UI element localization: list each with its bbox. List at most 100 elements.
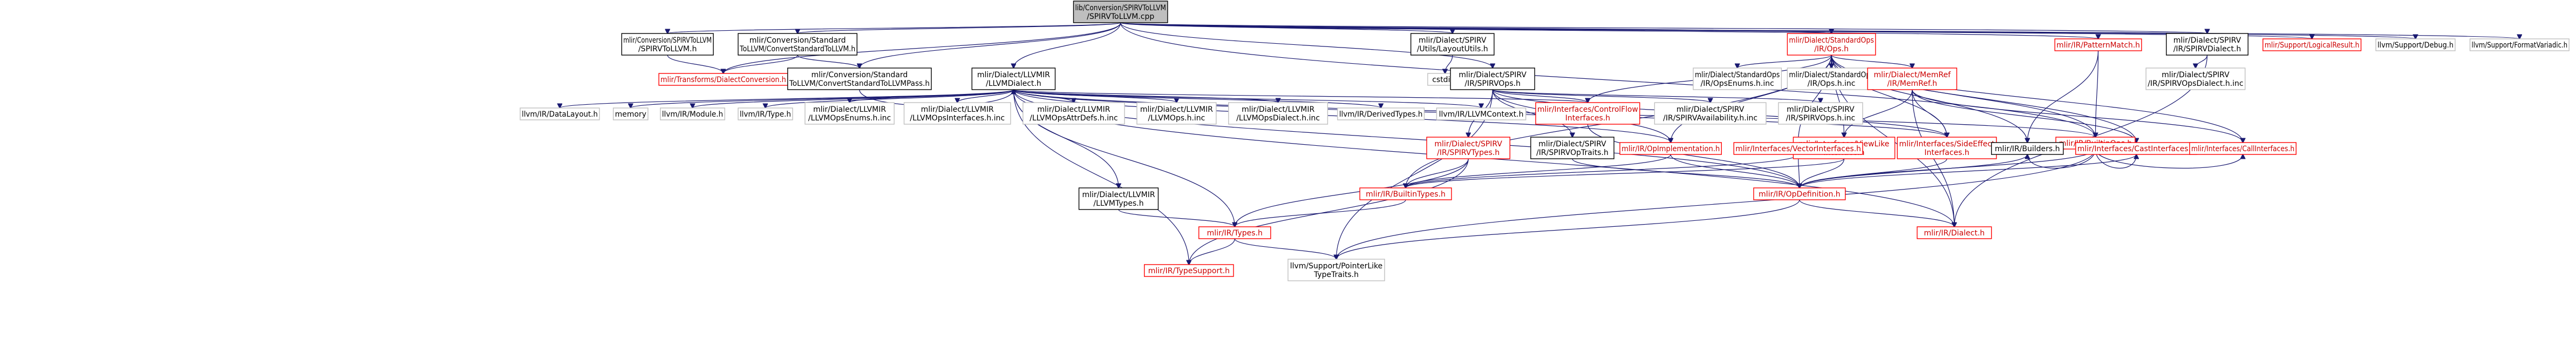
node-label-line: mlir/Conversion/Standard (811, 71, 908, 79)
node-spirvops-inc: mlir/Dialect/SPIRV/IR/SPIRVOps.h.inc (1778, 102, 1863, 125)
node-label-line: mlir/Dialect/SPIRV (1538, 140, 1606, 148)
node-label-line: ToLLVM/ConvertStandardToLLVMPass.h (789, 79, 930, 88)
node-label-line: mlir/Dialect/SPIRV (1434, 140, 1502, 148)
node-box (1228, 102, 1328, 125)
node-opdefinition[interactable]: mlir/IR/OpDefinition.h (1753, 187, 1846, 200)
node-spirvopsdialect-inc: mlir/Dialect/SPIRV/IR/SPIRVOpsDialect.h.… (2145, 67, 2246, 90)
edge-opimplementation-to-builtintypes (1406, 154, 1671, 188)
node-llvmdialect[interactable]: mlir/Dialect/LLVMIR/LLVMDialect.h (971, 67, 1056, 90)
node-box (1426, 137, 1510, 159)
node-box (1753, 187, 1846, 200)
node-box (1144, 264, 1234, 277)
node-label-line: /LLVMTypes.h (1093, 199, 1143, 208)
node-label-line: llvm/IR/Module.h (662, 110, 723, 119)
node-label-line: /IR/SPIRVDialect.h (2173, 45, 2241, 53)
node-label-line: mlir/Interfaces/VectorInterfaces.h (1735, 145, 1861, 153)
node-label-line: mlir/Dialect/LLVMIR (813, 105, 886, 114)
node-box (1867, 67, 1958, 90)
node-builtintypes[interactable]: mlir/IR/BuiltinTypes.h (1359, 187, 1452, 200)
node-vectorinterfaces[interactable]: mlir/Interfaces/VectorInterfaces.h (1733, 142, 1863, 155)
node-box (612, 107, 649, 120)
edge-opdefinition-to-pointerliketypetraits (1337, 199, 1800, 259)
node-label-line: /IR/SPIRVAvailability.h.inc (1663, 114, 1757, 123)
node-box (1778, 102, 1863, 125)
node-label-line: /LLVMOpsInterfaces.h.inc (910, 114, 1005, 123)
edge-opdefinition-to-dialect (1799, 199, 1954, 227)
node-box (738, 33, 857, 56)
node-types[interactable]: mlir/IR/Types.h (1198, 226, 1271, 239)
node-label-line: mlir/Interfaces/CallInterfaces.h (2191, 145, 2294, 153)
node-box (1991, 142, 2064, 155)
node-box (1359, 187, 1452, 200)
edge-root-to-std_to_llvm_h (798, 22, 1121, 33)
node-box (2145, 67, 2246, 90)
node-llvmtypes[interactable]: mlir/Dialect/LLVMIR/LLVMTypes.h (1078, 187, 1159, 210)
node-spirvtollvm-h[interactable]: mlir/Conversion/SPIRVToLLVM/SPIRVToLLVM.… (621, 33, 714, 56)
node-logicalresult[interactable]: mlir/Support/LogicalResult.h (2262, 38, 2362, 51)
node-label-line: ToLLVM/ConvertStandardToLLVM.h (739, 45, 855, 53)
node-dialect[interactable]: mlir/IR/Dialect.h (1917, 226, 1992, 239)
node-label-line: mlir/IR/Builders.h (1995, 145, 2060, 153)
node-spirvdialect[interactable]: mlir/Dialect/SPIRV/IR/SPIRVDialect.h (2166, 33, 2248, 56)
node-std-to-llvm-h[interactable]: mlir/Conversion/StandardToLLVM/ConvertSt… (738, 33, 857, 56)
node-spirvtypes[interactable]: mlir/Dialect/SPIRV/IR/SPIRVTypes.h (1426, 137, 1510, 159)
node-opimplementation[interactable]: mlir/IR/OpImplementation.h (1619, 142, 1722, 155)
node-box (621, 33, 714, 56)
node-label-line: /LLVMOpsEnums.h.inc (808, 114, 891, 123)
node-label-line: llvm/IR/Type.h (740, 110, 791, 119)
edge-types-to-typesupport (1189, 238, 1235, 265)
edge-viewlikeinterface-to-builtintypes (1406, 158, 1845, 188)
node-castinterfaces[interactable]: mlir/Interfaces/CastInterfaces.h (2075, 142, 2198, 155)
node-label-line: mlir/IR/PatternMatch.h (2056, 41, 2140, 50)
node-builders[interactable]: mlir/IR/Builders.h (1991, 142, 2064, 155)
edge-llvmdialect-to-llvm_type (765, 89, 1014, 108)
node-dialectconversion[interactable]: mlir/Transforms/DialectConversion.h (658, 73, 788, 86)
edge-stdops-to-stdops_enums (1737, 55, 1832, 68)
node-label-line: mlir/Dialect/LLVMIR (1140, 105, 1213, 114)
edge-llvmdialect-to-llvmopsinterfaces (957, 89, 1014, 103)
node-llvmopsdialect-inc: mlir/Dialect/LLVMIR/LLVMOpsDialect.h.inc (1228, 102, 1328, 125)
node-spirvops[interactable]: mlir/Dialect/SPIRV/IR/SPIRVOps.h (1450, 67, 1535, 90)
node-label-line: llvm/Support/Debug.h (2377, 41, 2454, 50)
node-stdops[interactable]: mlir/Dialect/StandardOps/IR/Ops.h (1787, 33, 1876, 56)
node-std-to-llvm-pass[interactable]: mlir/Conversion/StandardToLLVM/ConvertSt… (787, 67, 932, 90)
node-box (1535, 102, 1640, 125)
node-stdops-enums: mlir/Dialect/StandardOps/IR/OpsEnums.h.i… (1693, 67, 1782, 90)
edge-builders-to-opdefinition (1800, 154, 2028, 188)
node-box (2054, 38, 2142, 51)
edge-memref-to-sideeffectinterfaces (1912, 89, 1947, 137)
node-typesupport[interactable]: mlir/IR/TypeSupport.h (1144, 264, 1234, 277)
node-llvm-debug: llvm/Support/Debug.h (2375, 38, 2456, 51)
edge-builtinops-to-pointerliketypetraits (1337, 148, 2096, 259)
edge-spirvops-to-spirvops_inc (1492, 89, 1821, 103)
node-label-line: mlir/Dialect/MemRef (1874, 71, 1952, 79)
node-spirvavailability: mlir/Dialect/SPIRV/IR/SPIRVAvailability.… (1654, 102, 1767, 125)
node-stdops-inc: mlir/Dialect/StandardOps/IR/Ops.h.inc (1787, 67, 1876, 90)
node-label-line: /IR/SPIRVTypes.h (1437, 148, 1500, 157)
node-box (1693, 67, 1782, 90)
node-box (1136, 102, 1217, 125)
node-label-line: mlir/Dialect/LLVMIR (921, 105, 994, 114)
node-label-line: mlir/Dialect/StandardOps (1789, 71, 1873, 79)
node-patternmatch[interactable]: mlir/IR/PatternMatch.h (2054, 38, 2142, 51)
node-spirvoptraits[interactable]: mlir/Dialect/SPIRV/IR/SPIRVOpTraits.h (1530, 137, 1614, 159)
node-spirv-layout[interactable]: mlir/Dialect/SPIRV/Utils/LayoutUtils.h (1410, 33, 1495, 56)
node-memref[interactable]: mlir/Dialect/MemRef/IR/MemRef.h (1867, 67, 1958, 90)
node-llvmopsinterfaces: mlir/Dialect/LLVMIR/LLVMOpsInterfaces.h.… (903, 102, 1011, 125)
edge-spirvops-to-pointerliketypetraits (1337, 89, 1493, 259)
node-label-line: llvm/IR/DerivedTypes.h (1339, 110, 1423, 119)
node-box (1897, 137, 1997, 159)
node-callinterfaces[interactable]: mlir/Interfaces/CallInterfaces.h (2189, 142, 2296, 155)
node-label-line: TypeTraits.h (1313, 271, 1359, 279)
node-label-line: /IR/MemRef.h (1887, 79, 1937, 88)
edge-spirvtollvm_h-to-dialectconversion (667, 55, 723, 73)
node-label-line: mlir/Conversion/SPIRVToLLVM (623, 36, 712, 45)
node-llvm-formatvariadic: llvm/Support/FormatVariadic.h (2469, 38, 2570, 51)
edge-llvmdialect-to-controlflowinterfaces (1013, 89, 1587, 103)
edge-patternmatch-to-builders (2027, 50, 2099, 143)
node-box (2375, 38, 2456, 51)
